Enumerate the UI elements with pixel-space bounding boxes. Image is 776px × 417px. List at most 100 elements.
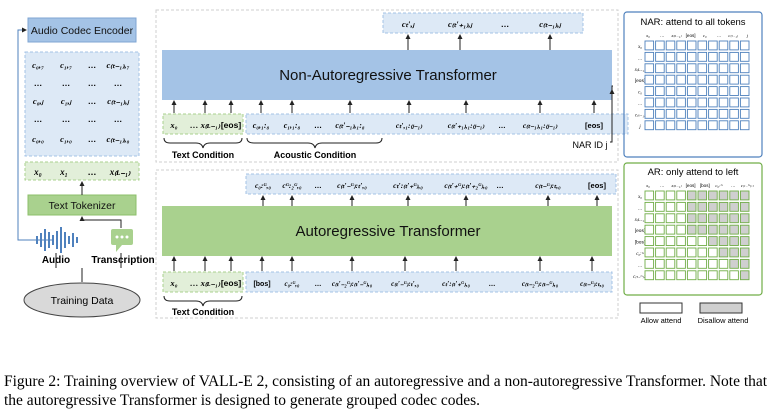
ar-seq-input: c₀:ᴳ,₀ xyxy=(284,280,300,288)
nar-acoustic-input: c₀,₁:₈ xyxy=(253,121,270,130)
codec-cell: … xyxy=(34,114,43,124)
ar-output-token: c₍ₜ′₊ᴳ₎:₍ₜ′₊₂ᴳ₎,₀ xyxy=(444,181,488,190)
mask-cell xyxy=(739,51,750,62)
mask-cell xyxy=(644,190,655,201)
nar-transformer-box xyxy=(162,50,612,100)
audio-waveform-icon xyxy=(36,227,78,253)
mask-cell xyxy=(729,247,739,258)
mask-cell xyxy=(718,224,729,235)
mask-row-header: [eos] xyxy=(635,78,645,84)
mask-cell xyxy=(644,270,655,281)
mask-cell xyxy=(697,120,708,131)
mask-cell xyxy=(708,270,718,281)
mask-cell xyxy=(655,63,665,74)
ar-output-token: c₍ₜ₋ᴳ₎:ₜ,₀ xyxy=(535,181,561,190)
mask-cell xyxy=(686,40,697,51)
mask-cell xyxy=(718,258,729,269)
ar-text-input: … x₍ʟ₋₁₎ xyxy=(190,278,221,288)
ar-panel-border xyxy=(155,169,619,319)
mask-cell xyxy=(708,236,718,246)
mask-col-header: [eos] xyxy=(686,183,696,188)
mask-col-header: j xyxy=(746,33,749,38)
mask-cell xyxy=(665,236,676,246)
nar-output-token: cₜ′,ⱼ xyxy=(402,19,416,29)
nar-mask-title: NAR: attend to all tokens xyxy=(640,17,745,28)
mask-col-header: c₍ₜ₋ᴳ₎:ₜ xyxy=(741,183,755,188)
codec-cell: … xyxy=(88,134,97,144)
ar-seq-input: c₍ₜ′₋ᴳ₎:ₜ′,₀ xyxy=(391,280,419,288)
mask-cell xyxy=(697,224,708,235)
mask-col-header: [bos] xyxy=(700,183,710,188)
mask-cell xyxy=(697,258,708,269)
mask-cell xyxy=(665,190,676,201)
mask-cell xyxy=(686,236,697,246)
mask-cell xyxy=(739,201,750,212)
mask-cell xyxy=(729,120,739,131)
mask-cell xyxy=(739,97,750,108)
ar-input-arrows xyxy=(171,256,595,271)
mask-cell xyxy=(665,108,676,119)
mask-cell xyxy=(655,51,665,62)
nar-mask-grid: x₀…x₍ʟ₋₁₎[eos]c₀…c₍ₜ₋₁₎jx₀…x₍ʟ₋₁₎[eos]c₀… xyxy=(634,33,750,131)
mask-cell xyxy=(644,213,655,224)
mask-cell xyxy=(718,201,729,212)
mask-cell xyxy=(708,108,718,119)
mask-cell xyxy=(655,201,665,212)
transcription-label: Transcription xyxy=(91,255,154,266)
mask-cell xyxy=(739,213,750,224)
mask-cell xyxy=(644,201,655,212)
codec-cell: c₍ₜ₋₁₎,₇ xyxy=(107,60,130,70)
training-data-label: Training Data xyxy=(51,295,114,307)
ar-output-token: … xyxy=(496,181,504,190)
mask-cell xyxy=(686,213,697,224)
mask-cell xyxy=(739,86,750,96)
mask-col-header: c₀:ᴳ xyxy=(715,183,723,188)
mask-cell xyxy=(708,247,718,258)
mask-cell xyxy=(718,120,729,131)
text-condition-brace xyxy=(163,137,243,149)
ar-seq-input: c₍ₜ₋₂ᴳ₎:₍ₜ₋ᴳ₎,₀ xyxy=(522,280,559,288)
mask-cell xyxy=(686,258,697,269)
mask-cell xyxy=(718,51,729,62)
ar-text-input: [eos] xyxy=(221,278,241,288)
mask-row-header: j xyxy=(638,125,641,130)
mask-cell xyxy=(739,224,750,235)
disallow-attend-label: Disallow attend xyxy=(698,316,749,325)
mask-row-header: … xyxy=(638,206,643,211)
mask-cell xyxy=(718,97,729,108)
nar-text-input: x₀ xyxy=(169,120,177,130)
mask-row-header: c₀ xyxy=(638,91,642,96)
mask-cell xyxy=(655,236,665,246)
mask-cell xyxy=(729,224,739,235)
mask-cell xyxy=(644,236,655,246)
mask-cell xyxy=(665,270,676,281)
mask-cell xyxy=(665,120,676,131)
figure-caption: Figure 2: Training overview of VALL-E 2,… xyxy=(4,373,768,409)
ar-transformer-title: Autoregressive Transformer xyxy=(295,223,480,240)
mask-cell xyxy=(676,63,686,74)
codec-cell: c₍ₜ₋₁₎,₀ xyxy=(107,134,130,144)
mask-cell xyxy=(644,74,655,85)
mask-cell xyxy=(665,258,676,269)
mask-cell xyxy=(655,213,665,224)
mask-row-header: [bos] xyxy=(635,240,645,246)
ar-output-token: c₀:ᴳ,₀ xyxy=(255,181,271,190)
mask-col-header: … xyxy=(660,183,665,188)
mask-cell xyxy=(697,63,708,74)
mask-cell xyxy=(686,108,697,119)
nar-acoustic-input: … xyxy=(314,121,322,130)
mask-cell xyxy=(644,51,655,62)
mask-cell xyxy=(718,40,729,51)
mask-cell xyxy=(644,86,655,96)
mask-cell xyxy=(686,120,697,131)
mask-col-header: … xyxy=(717,33,722,38)
mask-cell xyxy=(655,86,665,96)
mask-cell xyxy=(718,63,729,74)
nar-target-input: cₜ′,₁:₍ⱼ₋₁₎ xyxy=(396,121,423,130)
mask-cell xyxy=(739,270,750,281)
ar-output-token: [eos] xyxy=(588,181,606,190)
nar-transformer-title: Non-Autoregressive Transformer xyxy=(279,67,497,84)
